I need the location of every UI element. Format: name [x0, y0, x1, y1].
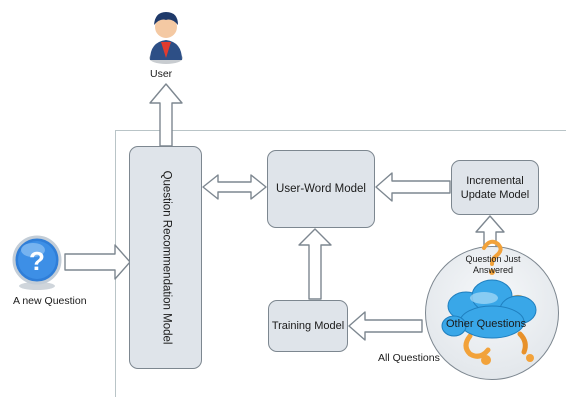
arrow-ium-to-uwm	[375, 172, 451, 202]
incremental-update-model-box: Incremental Update Model	[451, 160, 539, 215]
user-word-model-box: User-Word Model	[267, 150, 375, 228]
question-recommendation-model-box: Question Recommendation Model	[129, 146, 202, 369]
arrow-newq-to-qrm	[64, 244, 131, 280]
arrow-allq-to-tm	[348, 311, 423, 341]
all-questions-label: All Questions	[378, 352, 440, 364]
other-questions-label: Other Questions	[446, 318, 527, 330]
user-word-model-label: User-Word Model	[276, 183, 366, 195]
question-just-answered-label: Question Just Answered	[465, 254, 521, 275]
user-label: User	[150, 68, 173, 80]
arrow-qrm-uwm	[202, 174, 267, 200]
incremental-update-model-label: Incremental Update Model	[460, 174, 530, 201]
arrow-tm-to-uwm	[298, 228, 332, 300]
training-model-label: Training Model	[271, 320, 345, 332]
training-model-box: Training Model	[268, 300, 348, 352]
svg-text:?: ?	[29, 246, 45, 276]
new-question-label: A new Question	[13, 295, 87, 307]
arrow-qrm-to-user	[149, 83, 183, 147]
